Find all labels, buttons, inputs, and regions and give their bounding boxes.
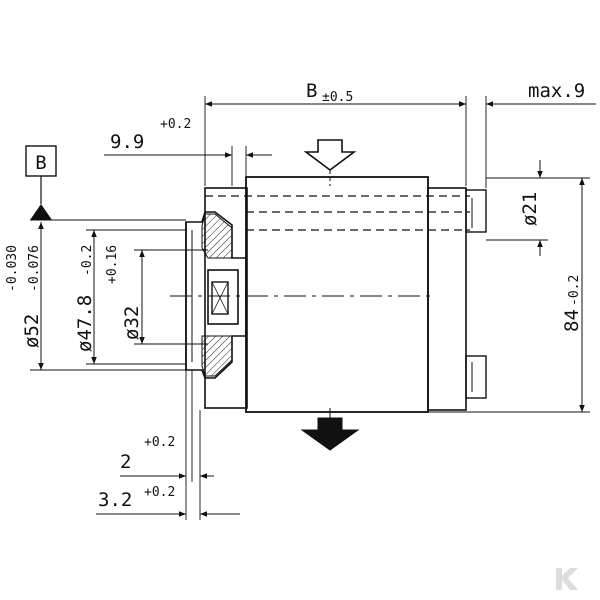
datum-box [25,145,57,177]
dim-shoulder-diameter: ø47.8 -0.2 [74,229,186,365]
arrow-down-filled-icon [300,408,360,451]
body-height-tol: -0.2 [567,275,582,306]
dim-pilot-diameter: ø52 -0.030 -0.076 [5,222,186,371]
pilot-diameter-tol-lower: -0.076 [27,245,42,292]
dim-face-offset: 3.2 +0.2 [96,485,240,517]
lower-boss [465,355,487,399]
end-cover [427,187,467,411]
port-diameter-main: ø21 [519,192,541,226]
dim-max-offset: max.9 [440,80,596,188]
pilot-diameter-tol-upper: -0.030 [5,245,20,292]
datum-triangle-icon [30,204,52,220]
k-logo-icon [556,568,578,590]
shaft-bore [207,269,239,325]
width-B-tol: ±0.5 [322,90,353,105]
datum-label: B [35,152,46,174]
rear-plate [204,187,248,409]
hatched-section-lower [201,335,233,377]
upper-boss [465,189,487,233]
dim-width-B: B ±0.5 [204,80,467,186]
face-gap-main: 2 [120,451,131,473]
front-flange [185,211,247,379]
hatched-section-upper [201,213,233,259]
shoulder-diameter-tol: -0.2 [80,245,95,276]
pilot-diameter-main: ø52 [21,314,43,348]
dim-bore-diameter: ø32 +0.16 [105,245,208,345]
body-height-main: 84 [561,309,583,332]
max-offset-main: max.9 [528,80,585,102]
shoulder-diameter-main: ø47.8 [74,295,96,352]
dim-port-diameter: ø21 [486,160,548,256]
flange-step-tol: +0.2 [160,117,191,132]
face-offset-main: 3.2 [98,489,132,511]
shaft-key [211,281,229,315]
flange-step-main: 9.9 [110,131,144,153]
arrow-down-outline-icon [303,139,357,186]
bore-diameter-tol: +0.16 [105,245,120,284]
flange-outline [185,211,247,379]
dim-body-height: 84 -0.2 [428,177,590,413]
dim-flange-step: 9.9 +0.2 [104,117,272,186]
width-B-main: B [306,80,317,102]
face-gap-tol: +0.2 [144,435,175,450]
dim-face-gap: 2 +0.2 [120,370,214,520]
bore-diameter-main: ø32 [121,306,143,340]
datum-reference: B [25,145,186,221]
pump-body [170,176,487,413]
face-offset-tol: +0.2 [144,485,175,500]
